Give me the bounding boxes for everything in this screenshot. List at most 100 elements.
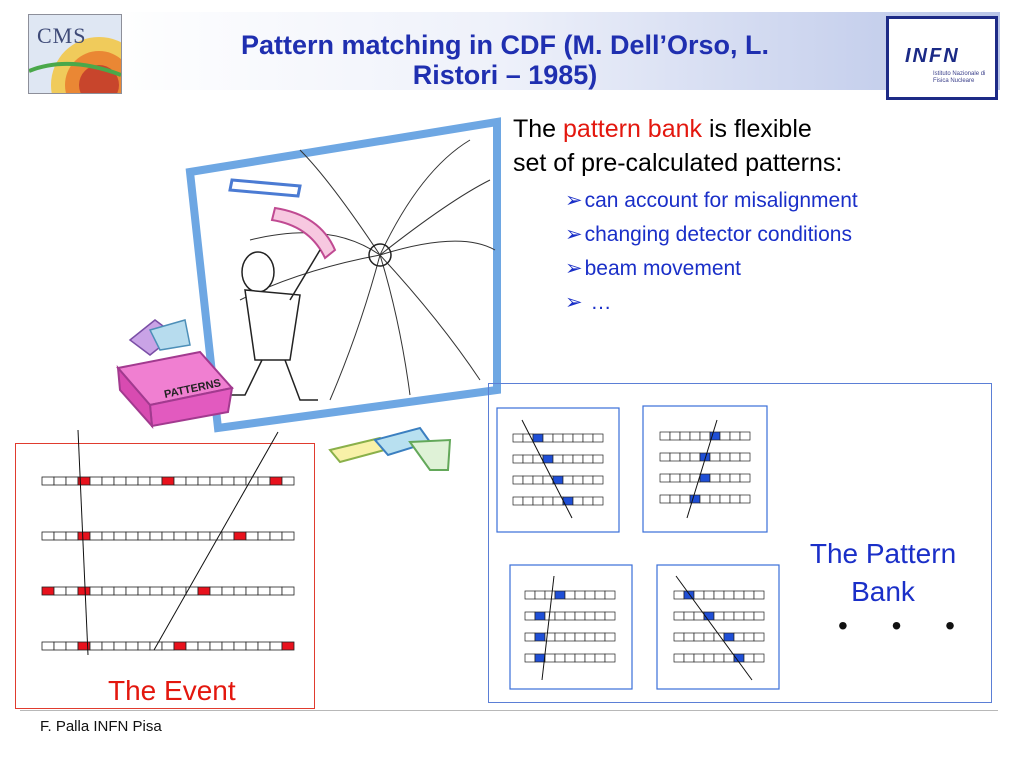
- pattern-detector-cell: [713, 611, 725, 621]
- header-band: [95, 12, 1000, 90]
- arrow-bullet-icon: ➢: [565, 291, 583, 314]
- pattern-detector-cell: [592, 496, 604, 506]
- pattern-detector-cell: [733, 590, 745, 600]
- pattern-detector-cell: [739, 473, 751, 483]
- pattern-shape: [408, 438, 452, 471]
- pattern-track-line: [541, 575, 555, 681]
- pattern-detector-cell: [699, 494, 711, 504]
- pattern-track-line: [686, 419, 718, 519]
- event-box: [15, 443, 315, 709]
- pattern-detector-cell: [673, 590, 685, 600]
- pattern-detector-cell: [604, 590, 616, 600]
- pattern-detector-cell: [534, 590, 546, 600]
- pattern-detector-cell: [679, 473, 691, 483]
- pattern-detector-cell: [689, 431, 701, 441]
- event-detector-cell: [281, 476, 295, 486]
- pattern-detector-cell: [703, 632, 715, 642]
- pattern-detector-cell: [729, 431, 741, 441]
- pattern-detector-cell: [574, 590, 586, 600]
- event-track-line: [153, 431, 279, 651]
- pattern-detector-cell: [739, 452, 751, 462]
- pattern-detector-cell: [572, 454, 584, 464]
- pattern-detector-cell: [584, 632, 596, 642]
- arrow-bullet-icon: ➢: [565, 223, 583, 246]
- pattern-detector-cell: [542, 496, 554, 506]
- event-track-line: [77, 429, 89, 656]
- pattern-detector-cell: [723, 653, 735, 663]
- pattern-detector-cell: [673, 653, 685, 663]
- pattern-detector-cell: [594, 611, 606, 621]
- cms-logo-text: CMS: [37, 23, 87, 48]
- pattern-detector-cell: [693, 632, 705, 642]
- event-label: The Event: [108, 675, 236, 706]
- pattern-detector-cell: [659, 494, 671, 504]
- arrow-bullet-icon: ➢: [565, 257, 583, 280]
- pattern-detector-cell: [719, 473, 731, 483]
- pattern-detector-cell: [574, 611, 586, 621]
- pattern-detector-cell: [669, 431, 681, 441]
- infn-logo-text: INFN: [905, 45, 960, 67]
- pattern-detector-cell: [699, 431, 711, 441]
- pattern-detector-cell: [733, 632, 745, 642]
- pattern-detector-cell: [524, 653, 536, 663]
- pattern-hit-cell: [534, 611, 546, 621]
- event-detector-cell: [281, 531, 295, 541]
- pattern-detector-cell: [592, 433, 604, 443]
- pattern-detector-cell: [542, 433, 554, 443]
- pattern-detector-cell: [719, 452, 731, 462]
- pattern-detector-cell: [564, 653, 576, 663]
- intro-post: is flexible: [702, 115, 812, 143]
- pattern-detector-cell: [729, 473, 741, 483]
- pattern-detector-cell: [512, 475, 524, 485]
- pattern-detector-cell: [753, 632, 765, 642]
- vertex-circle: [368, 243, 392, 267]
- intro-line-2: set of pre-calculated patterns:: [513, 149, 843, 177]
- infn-logo: INFN Istituto Nazionale di Fisica Nuclea…: [886, 16, 998, 100]
- pattern-detector-cell: [554, 653, 566, 663]
- pattern-detector-cell: [562, 454, 574, 464]
- pattern-detector-cell: [584, 590, 596, 600]
- pattern-detector-cell: [562, 433, 574, 443]
- pattern-shape: [228, 178, 302, 198]
- pattern-hit-cell: [723, 632, 735, 642]
- pattern-detector-cell: [723, 611, 735, 621]
- infn-logo-subtext: Istituto Nazionale di Fisica Nucleare: [933, 71, 986, 84]
- title-line-2: Ristori – 1985): [412, 60, 598, 90]
- pattern-hit-cell: [699, 473, 711, 483]
- arrow-bullet-icon: ➢: [565, 189, 583, 212]
- pattern-detector-cell: [552, 433, 564, 443]
- pattern-detector-cell: [709, 473, 721, 483]
- pattern-detector-cell: [753, 611, 765, 621]
- pattern-detector-cell: [604, 632, 616, 642]
- pattern-detector-cell: [564, 590, 576, 600]
- bullet-list: ➢can account for misalignment ➢changing …: [565, 184, 983, 320]
- pattern-track-line: [521, 419, 573, 519]
- pattern-bank-label: The Pattern Bank: [790, 535, 976, 611]
- pattern-detector-cell: [584, 653, 596, 663]
- pattern-detector-cell: [524, 632, 536, 642]
- pattern-bank-box: [488, 383, 992, 703]
- pattern-detector-cell: [572, 475, 584, 485]
- pattern-detector-cell: [689, 452, 701, 462]
- pattern-track-line: [675, 575, 753, 681]
- pattern-detector-cell: [693, 653, 705, 663]
- pattern-detector-cell: [512, 496, 524, 506]
- pattern-detector-cell: [544, 653, 556, 663]
- pattern-hit-cell: [532, 433, 544, 443]
- pattern-detector-cell: [673, 611, 685, 621]
- pattern-detector-cell: [679, 431, 691, 441]
- pattern-detector-cell: [713, 590, 725, 600]
- pattern-detector-cell: [564, 632, 576, 642]
- pattern-detector-cell: [683, 632, 695, 642]
- pattern-detector-cell: [532, 496, 544, 506]
- pattern-detector-cell: [532, 475, 544, 485]
- pattern-detector-cell: [683, 653, 695, 663]
- pattern-detector-cell: [743, 611, 755, 621]
- pattern-detector-cell: [594, 653, 606, 663]
- bank-label-line-2: Bank: [851, 576, 915, 607]
- pattern-detector-cell: [522, 475, 534, 485]
- pattern-detector-cell: [604, 653, 616, 663]
- description-block: The pattern bank is flexible set of pre-…: [513, 112, 983, 320]
